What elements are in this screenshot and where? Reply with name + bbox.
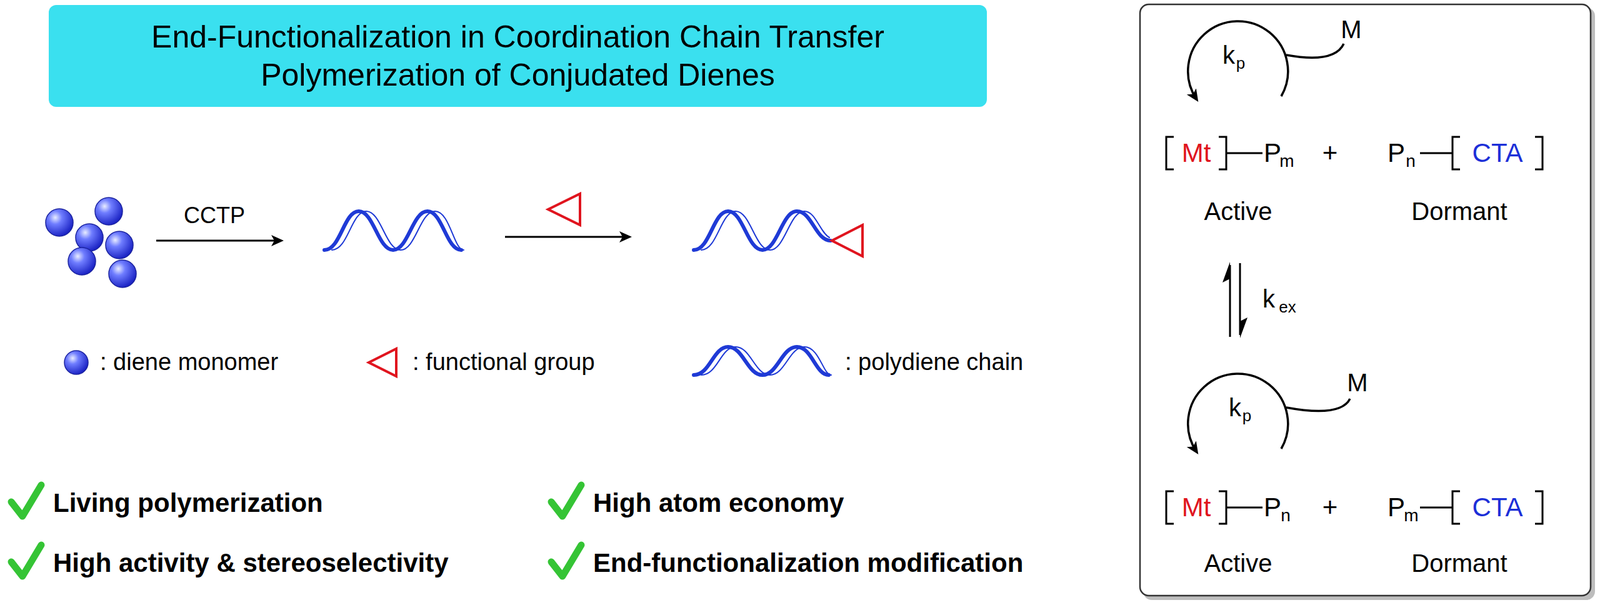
polymer-chain: [693, 211, 831, 250]
legend-text: : polydiene chain: [845, 349, 1024, 376]
chain-subscript: m: [1279, 151, 1294, 172]
monomer-symbol: M: [1340, 15, 1362, 44]
bond-brackets: [1166, 136, 1543, 524]
feature-text: High activity & stereoselectivity: [53, 548, 449, 578]
title-banner: End-Functionalization in Coordination Ch…: [48, 5, 987, 107]
chain-sample: [693, 346, 832, 375]
propagation-arrow: [1188, 21, 1289, 99]
state-label: Active: [1204, 549, 1273, 577]
rate-constant: k: [1228, 393, 1242, 422]
state-label: Dormant: [1411, 549, 1507, 577]
feature-text: Living polymerization: [53, 488, 324, 518]
rate-subscript: ex: [1278, 298, 1296, 317]
propagation-arrow: [1188, 373, 1289, 452]
legend-text: : functional group: [412, 349, 595, 376]
plus-sign: +: [1322, 138, 1339, 168]
cta-symbol: CTA: [1472, 493, 1524, 522]
monomer-symbol: M: [1346, 368, 1368, 397]
plus-sign: +: [1322, 493, 1339, 522]
state-label: Active: [1204, 197, 1273, 225]
chain-symbol: P: [1263, 493, 1282, 522]
state-label: Dormant: [1411, 197, 1507, 225]
feature-text: End-functionalization modification: [593, 548, 1024, 578]
reaction-arrow: [505, 236, 629, 239]
title: End-Functionalization in Coordination Ch…: [61, 18, 975, 95]
functional-group: [548, 193, 580, 225]
metal-symbol: Mt: [1181, 493, 1212, 522]
chain-subscript: m: [1403, 506, 1419, 526]
functional-group-sample: [368, 348, 397, 377]
monomer-sample: [64, 350, 89, 375]
monomer-feed: [1286, 398, 1350, 412]
metal-symbol: Mt: [1181, 138, 1212, 168]
monomer-cluster: [45, 197, 137, 288]
reaction-arrow: [156, 240, 280, 242]
monomer-feed: [1286, 43, 1344, 58]
chain-symbol: P: [1263, 138, 1282, 168]
rate-subscript: p: [1236, 54, 1245, 73]
rate-constant: k: [1262, 285, 1275, 313]
feature-text: High atom economy: [593, 488, 844, 518]
legend-text: : diene monomer: [100, 349, 279, 376]
polymer-chain: [324, 211, 464, 250]
functional-group: [831, 225, 863, 257]
chain-symbol: P: [1387, 138, 1405, 168]
step-label: CCTP: [183, 203, 245, 229]
chain-subscript: n: [1280, 506, 1291, 526]
rate-subscript: p: [1242, 406, 1252, 425]
equilibrium-arrows: [1222, 261, 1248, 339]
mechanism-panel: [1140, 4, 1591, 596]
cta-symbol: CTA: [1472, 138, 1524, 168]
rate-constant: k: [1222, 41, 1235, 69]
chain-symbol: P: [1387, 493, 1405, 522]
chain-subscript: n: [1405, 151, 1416, 172]
